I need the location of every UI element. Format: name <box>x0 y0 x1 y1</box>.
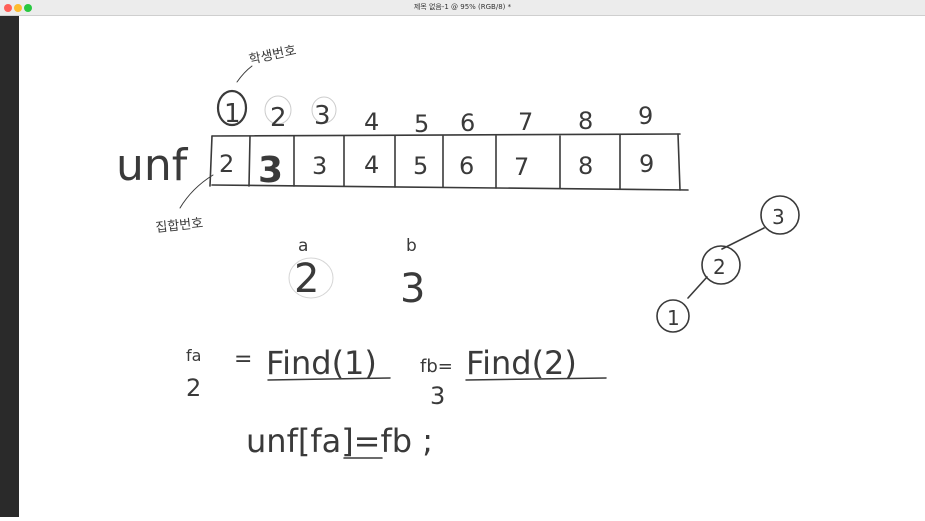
tree-edge-2-3 <box>721 227 765 250</box>
value-2: 3 <box>258 150 283 191</box>
array-box <box>209 133 689 191</box>
line1-fa-result: 2 <box>186 374 201 402</box>
annotation-index-pointer <box>236 65 253 83</box>
tree-node-3: 3 <box>772 205 785 229</box>
var-b-label: b <box>406 236 417 256</box>
find1-underline <box>267 377 391 381</box>
handwriting-svg: 학생번호 집합번호 unf 1 2 3 4 5 6 7 8 9 2 3 3 4 … <box>116 43 800 460</box>
tree-node-3-circle <box>760 195 800 235</box>
tool-sidebar <box>0 16 19 517</box>
zoom-button[interactable] <box>24 4 32 12</box>
index-4: 4 <box>364 108 379 136</box>
line1-find1: Find(1) <box>266 344 377 382</box>
value-3: 3 <box>312 152 327 180</box>
index-2: 2 <box>270 103 287 133</box>
line1-find2: Find(2) <box>466 344 577 382</box>
tree-node-1-circle <box>656 299 690 333</box>
index-8: 8 <box>578 107 593 135</box>
line1-equals: = <box>234 347 252 372</box>
index-9: 9 <box>638 102 653 130</box>
line2-assignment: unf[fa]=fb ; <box>246 422 433 460</box>
index-1-circle <box>216 89 248 127</box>
find2-underline <box>465 377 607 381</box>
value-9: 9 <box>639 150 654 178</box>
value-7: 7 <box>514 153 529 181</box>
value-5: 5 <box>413 152 428 180</box>
title-bar: 제목 없음-1 @ 95% (RGB/8) * <box>0 0 925 16</box>
value-8: 8 <box>578 152 593 180</box>
close-button[interactable] <box>4 4 12 12</box>
index-5: 5 <box>414 110 429 138</box>
var-a-value: 2 <box>294 256 319 302</box>
tree-node-2: 2 <box>713 255 726 279</box>
line1-fa: fa <box>186 346 201 365</box>
line1-fb: fb= <box>420 356 453 377</box>
index-2-highlight <box>264 95 292 125</box>
drawing-canvas[interactable]: 학생번호 집합번호 unf 1 2 3 4 5 6 7 8 9 2 3 3 4 … <box>19 16 925 517</box>
window-title: 제목 없음-1 @ 95% (RGB/8) * <box>413 3 512 11</box>
index-3-highlight <box>311 96 337 124</box>
minimize-button[interactable] <box>14 4 22 12</box>
var-a-highlight <box>288 257 334 299</box>
annotation-index-label: 학생번호 <box>248 43 298 68</box>
var-a-label: a <box>298 236 308 256</box>
index-3: 3 <box>314 101 331 131</box>
index-7: 7 <box>518 108 533 136</box>
var-b-value: 3 <box>400 266 425 312</box>
value-4: 4 <box>364 151 379 179</box>
tree-node-1: 1 <box>667 306 680 330</box>
value-6: 6 <box>459 152 474 180</box>
array-name: unf <box>116 140 189 191</box>
index-6: 6 <box>460 109 475 137</box>
tree-edge-1-2 <box>687 276 708 299</box>
tree-diagram <box>656 195 800 333</box>
value-1: 2 <box>219 150 234 178</box>
line1-fb-result: 3 <box>430 382 445 410</box>
tree-node-2-circle <box>701 245 741 285</box>
annotation-value-label: 집합번호 <box>155 216 204 236</box>
index-1: 1 <box>224 99 241 129</box>
